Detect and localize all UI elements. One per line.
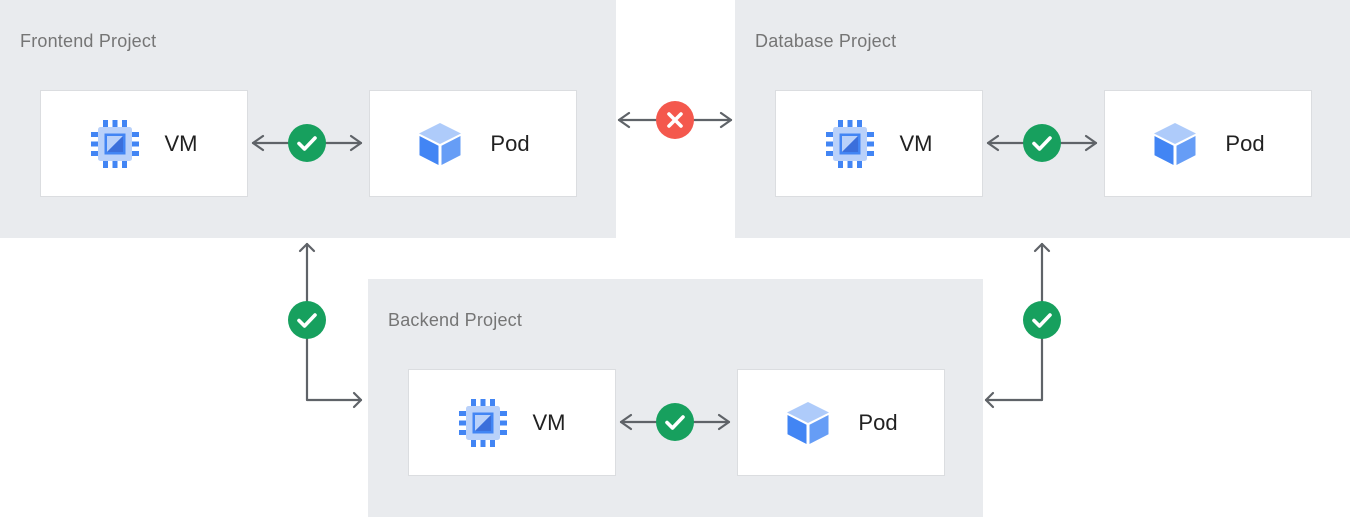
frontend-project-title: Frontend Project <box>20 31 157 51</box>
cross-icon <box>667 112 683 128</box>
check-icon <box>297 313 317 328</box>
backend-database-check-badge <box>1023 301 1061 339</box>
vm-icon <box>825 119 874 168</box>
backend-pod-label: Pod <box>858 409 898 435</box>
frontend-vm-label: VM <box>164 130 198 156</box>
frontend-pod-node: Pod <box>369 90 577 197</box>
frontend-project-panel: Frontend Project VM <box>0 0 616 238</box>
frontend-pod-label: Pod <box>490 130 530 156</box>
pod-icon <box>784 399 832 447</box>
blocked-badge <box>656 101 694 139</box>
check-icon <box>297 136 317 151</box>
check-icon <box>1032 313 1052 328</box>
backend-project-title: Backend Project <box>388 310 523 330</box>
database-pod-label: Pod <box>1225 130 1265 156</box>
frontend-backend-arrow <box>298 242 363 409</box>
check-icon <box>665 415 685 430</box>
backend-vm-label: VM <box>532 409 566 435</box>
database-check-badge <box>1023 124 1061 162</box>
backend-pod-node: Pod <box>737 369 945 476</box>
database-project-panel: Database Project VM <box>735 0 1350 238</box>
vm-icon <box>90 119 139 168</box>
backend-check-badge <box>656 403 694 441</box>
database-project-title: Database Project <box>755 31 897 51</box>
backend-database-arrow <box>984 242 1051 409</box>
pod-icon <box>416 120 464 168</box>
database-vm-label: VM <box>899 130 933 156</box>
backend-vm-node: VM <box>408 369 616 476</box>
pod-icon <box>1151 120 1199 168</box>
frontend-vm-node: VM <box>40 90 248 197</box>
vm-icon <box>458 398 507 447</box>
backend-project-panel: Backend Project VM <box>368 279 983 517</box>
check-icon <box>1032 136 1052 151</box>
database-vm-node: VM <box>775 90 983 197</box>
frontend-backend-check-badge <box>288 301 326 339</box>
frontend-check-badge <box>288 124 326 162</box>
database-pod-node: Pod <box>1104 90 1312 197</box>
